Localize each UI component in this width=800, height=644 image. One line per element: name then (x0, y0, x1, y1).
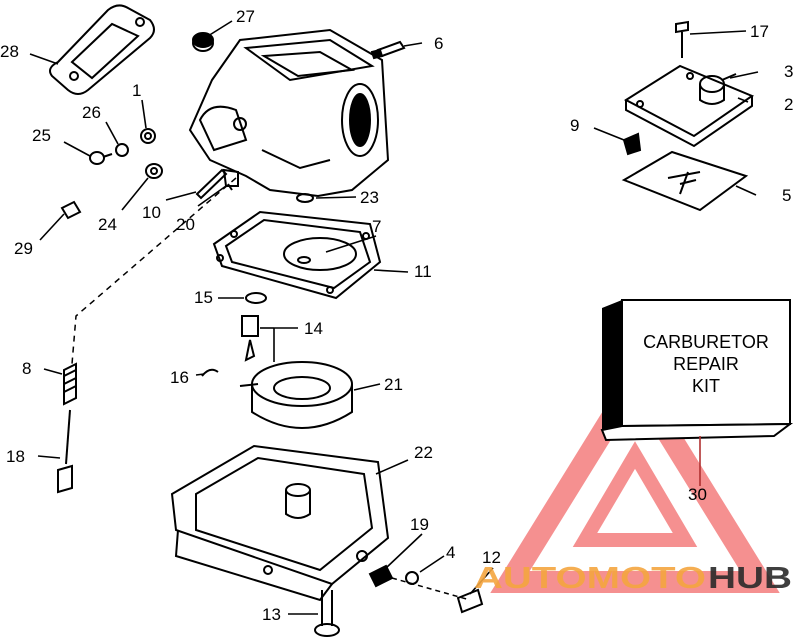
part-4-oring (405, 571, 419, 585)
label-11: 11 (414, 262, 432, 281)
part-21-float (239, 361, 353, 429)
label-17: 17 (750, 22, 769, 41)
kit-label-line1: CARBURETOR (643, 332, 769, 352)
label-7: 7 (372, 217, 381, 236)
kit-box-side (602, 300, 622, 430)
label-13: 13 (262, 605, 281, 624)
label-24: 24 (98, 215, 117, 234)
watermark-text: AUTOMOTO HUB (474, 560, 792, 595)
label-2: 2 (784, 95, 793, 114)
label-21: 21 (384, 375, 403, 394)
part-8-spring (63, 362, 77, 406)
label-8: 8 (22, 359, 31, 378)
part-24-nut (145, 163, 163, 179)
label-20: 20 (176, 215, 195, 234)
label-4: 4 (446, 543, 455, 562)
part-11-gasket (212, 210, 382, 300)
repair-kit-box: CARBURETOR REPAIR KIT (600, 299, 794, 442)
label-6: 6 (434, 34, 443, 53)
part-labels: 1 2 3 4 5 6 7 8 9 10 11 12 13 14 15 16 1… (0, 7, 793, 624)
part-25-screw (89, 151, 113, 165)
label-23: 23 (360, 188, 379, 207)
part-27-cap (192, 32, 214, 52)
leader-lines (29, 20, 759, 615)
part-20-pin (227, 183, 233, 191)
part-2-cover (624, 64, 755, 148)
part-9-check-valve (622, 132, 642, 156)
part-6-screw (370, 40, 406, 60)
label-26: 26 (82, 103, 101, 122)
part-29-fitting (60, 200, 82, 220)
part-18-screw (57, 409, 73, 494)
label-18: 18 (6, 447, 25, 466)
part-26-washer (115, 143, 129, 157)
part-16-clip (201, 368, 219, 377)
part-23-oring (296, 193, 314, 203)
kit-box-bottom (600, 422, 794, 442)
kit-label-line2: REPAIR (673, 354, 739, 374)
kit-label-line3: KIT (692, 376, 720, 396)
label-1: 1 (132, 81, 141, 100)
label-30: 30 (688, 485, 707, 504)
label-14: 14 (304, 319, 323, 338)
label-3: 3 (784, 62, 793, 81)
watermark-text-orange: AUTOMOTO (474, 560, 706, 595)
watermark-text-dark: HUB (708, 560, 792, 595)
label-15: 15 (194, 288, 213, 307)
part-1-nut (140, 128, 156, 144)
label-22: 22 (414, 443, 433, 462)
part-5-diaphragm (621, 150, 749, 212)
label-12: 12 (482, 548, 501, 567)
part-14-needle-seat (241, 315, 259, 362)
label-9: 9 (570, 116, 579, 135)
label-19: 19 (410, 515, 429, 534)
part-19-jet (368, 564, 394, 588)
label-28: 28 (0, 42, 19, 61)
carburetor-upper-body (188, 28, 390, 198)
label-27: 27 (236, 7, 255, 26)
part-22-float-bowl (170, 444, 390, 602)
label-16: 16 (170, 368, 189, 387)
part-28-gasket (49, 4, 155, 95)
watermark-inner-mark (572, 441, 698, 547)
label-29: 29 (14, 239, 33, 258)
part-13-screw (314, 590, 340, 637)
label-10: 10 (142, 203, 161, 222)
part-3-fitting (699, 73, 737, 105)
part-7-diaphragm (283, 237, 357, 271)
watermark-triangle (490, 359, 780, 593)
watermark-logo (490, 359, 780, 593)
part-15-washer (245, 292, 267, 304)
label-5: 5 (782, 186, 791, 205)
part-10-pin (195, 168, 228, 200)
dashed-guide-8 (71, 177, 237, 365)
label-25: 25 (32, 126, 51, 145)
dashed-guide-12 (391, 577, 471, 601)
part-17-screw (675, 20, 689, 58)
